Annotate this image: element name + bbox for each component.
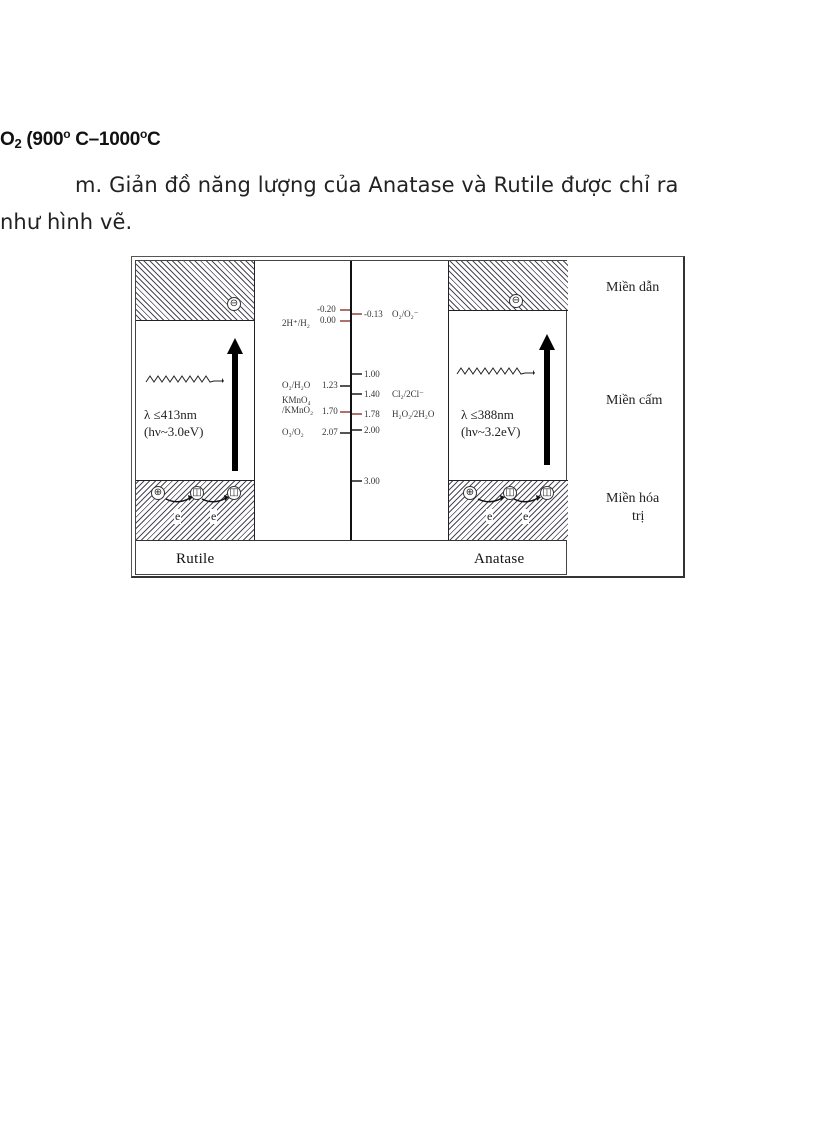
tick-mark [340,411,350,413]
redox-couple: KMnO₄ /KMnO₂ [282,395,314,415]
zone-label-valence: Miền hóa [606,491,660,506]
photon-wave-icon [145,375,224,383]
potential-value: 2.00 [364,425,380,435]
tick-mark [352,313,362,315]
electron-icon: ⊖ [509,294,523,308]
band-divider [136,540,566,541]
tick-mark [340,432,350,434]
rutile-conduction-band [136,261,254,321]
electron-label: e [522,509,530,524]
potential-value: 3.00 [364,476,380,486]
anatase-conduction-band [449,261,568,311]
zone-label-conduction: Miền dẫn [606,280,660,295]
hole-icon: ⊕ [463,486,477,500]
potential-value: -0.20 [317,304,336,314]
rutile-energy: (hν~3.0eV) [144,424,204,439]
photon-wave-icon [456,367,535,375]
rutile-wavelength: λ ≤413nm [144,407,197,422]
potential-axis [350,261,352,540]
electron-label: e [174,509,182,524]
diagram-inner-box: ⊖ λ ≤413nm (hν~3.0eV) ⊕ ◫ ◫ e e [135,260,568,575]
electron-transfer-arrows-icon [165,495,229,503]
zone-label-valence-2: trị [632,509,645,524]
hole-icon: ◫ [227,486,241,500]
energy-diagram-figure: ⊖ λ ≤413nm (hν~3.0eV) ⊕ ◫ ◫ e e [131,256,685,578]
redox-couple: Cl₂/2Cl⁻ [392,389,424,399]
zone-label-forbidden: Miền cấm [606,393,663,408]
redox-couple: 2H⁺/H₂ [282,318,310,328]
anatase-wavelength: λ ≤388nm [461,407,514,422]
tick-mark [352,480,362,482]
anatase-column: ⊖ λ ≤388nm (hν~3.2eV) ⊕ ◫ ◫ e e [448,261,568,540]
redox-couple: O₃/O₂ [282,427,304,437]
hole-icon: ◫ [190,486,204,500]
anatase-energy: (hν~3.2eV) [461,424,521,439]
electron-icon: ⊖ [227,297,241,311]
section-heading: O2 (900o C–1000oC [0,127,161,151]
paragraph-line-2: như hình vẽ. [0,210,133,234]
redox-couple: H₂O₂/2H₂O [392,409,435,419]
rutile-column: ⊖ λ ≤413nm (hν~3.0eV) ⊕ ◫ ◫ e e [136,261,255,540]
electron-transfer-arrows-icon [477,495,541,503]
potential-value: 1.78 [364,409,380,419]
hole-icon: ◫ [503,486,517,500]
rutile-label: Rutile [176,551,215,567]
tick-mark [340,385,350,387]
tick-mark [340,309,350,311]
electron-label: e [486,509,494,524]
potential-value: 1.00 [364,369,380,379]
excitation-arrow-icon [539,334,555,465]
potential-value: 0.00 [320,315,336,325]
potential-value: 1.40 [364,389,380,399]
paragraph-line-1: m. Giản đồ năng lượng của Anatase và Rut… [75,173,679,197]
tick-mark [352,373,362,375]
redox-couple: O₂/H₂O [282,380,311,390]
excitation-arrow-icon [227,338,243,471]
potential-value: 1.70 [322,406,338,416]
tick-mark [352,413,362,415]
tick-mark [340,320,350,322]
electron-label: e [210,509,218,524]
anatase-label: Anatase [474,551,525,567]
potential-value: -0.13 [364,309,383,319]
potential-value: 2.07 [322,427,338,437]
redox-couple: O₂/O₂⁻ [392,309,419,319]
hole-icon: ⊕ [151,486,165,500]
tick-mark [352,393,362,395]
hole-icon: ◫ [540,486,554,500]
tick-mark [352,429,362,431]
potential-value: 1.23 [322,380,338,390]
